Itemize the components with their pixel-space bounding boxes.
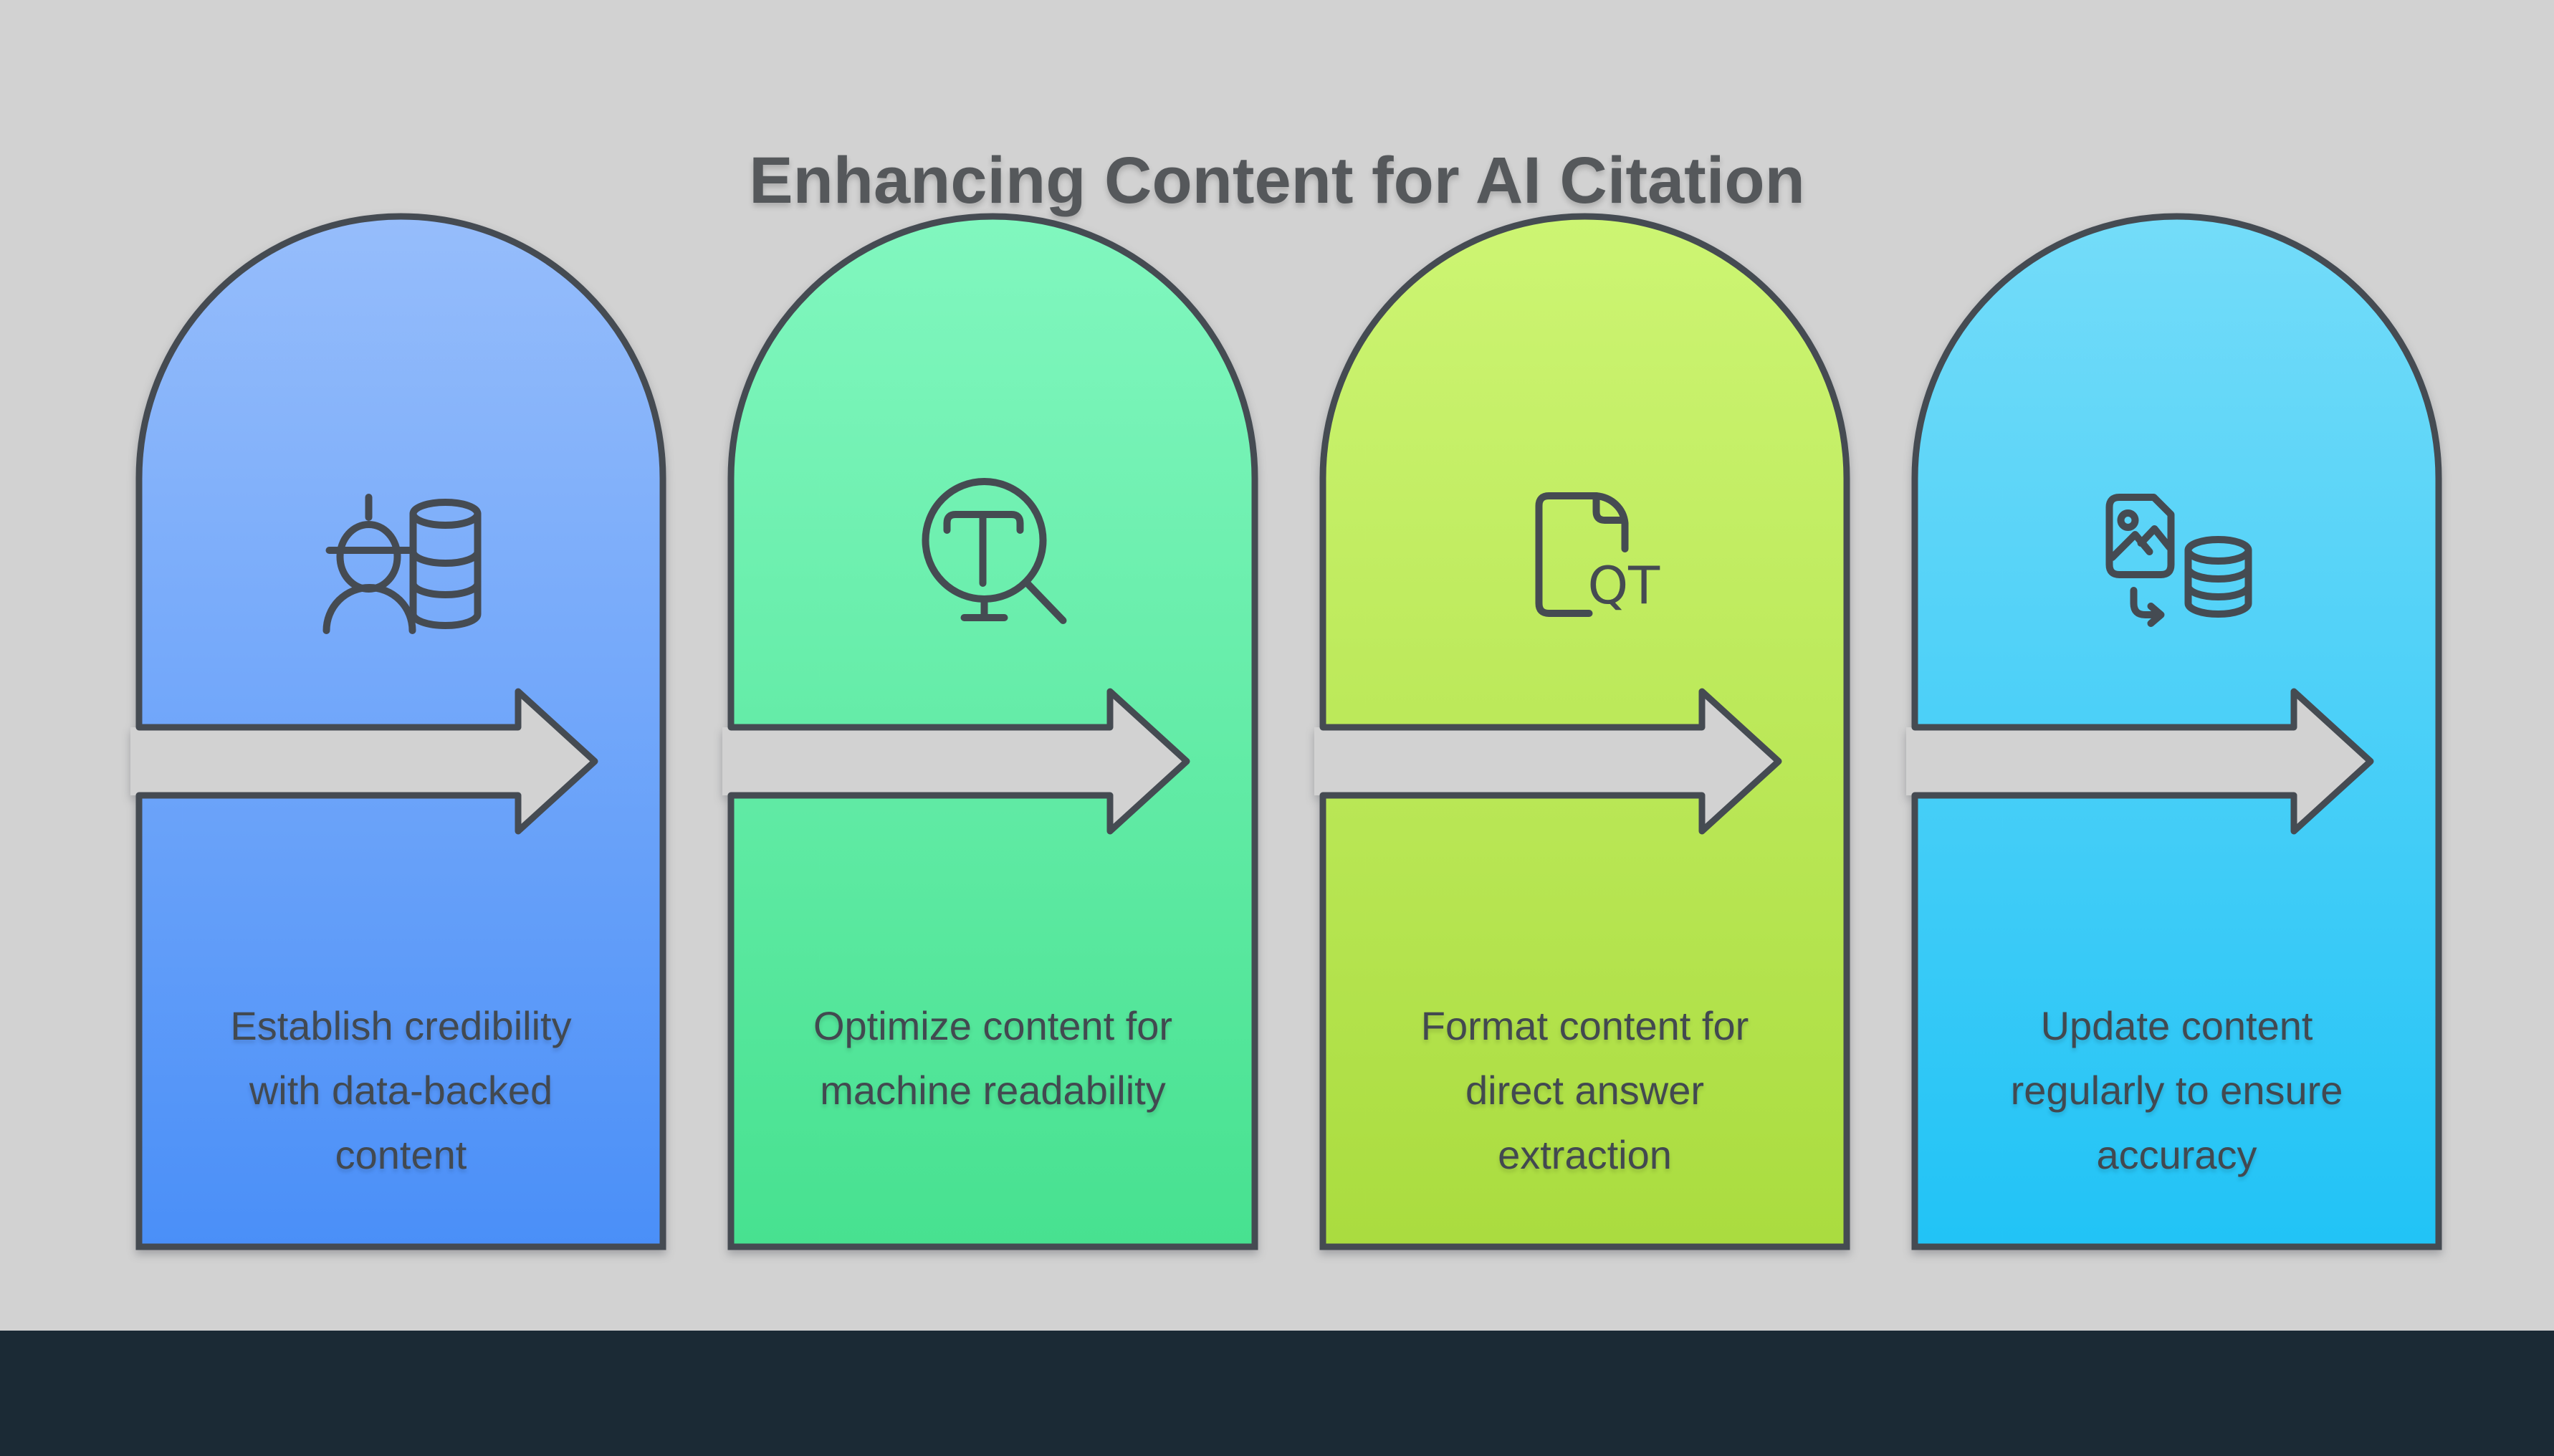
footer-bar xyxy=(0,1331,2554,1456)
qt-label: QT xyxy=(1588,555,1661,616)
step-card-3: QT Format content for direct answer extr… xyxy=(1314,213,1850,1250)
image-to-database-icon xyxy=(2105,494,2252,627)
step-description-3: Format content for direct answer extract… xyxy=(1420,1003,1749,1177)
qt-document-icon: QT xyxy=(1535,492,1661,617)
step-description-1: Establish credibility with data-backed c… xyxy=(230,1003,572,1177)
flow-arrow xyxy=(1314,688,1782,835)
card-arch-shape-4 xyxy=(1906,213,2442,1250)
flow-arrow xyxy=(130,688,598,835)
step-description-4: Update content regularly to ensure accur… xyxy=(2010,1003,2343,1177)
card-arch-shape-1 xyxy=(130,213,666,1250)
step-card-1: Establish credibility with data-backed c… xyxy=(130,213,666,1250)
card-arch-shape-3: QT xyxy=(1314,213,1850,1250)
step-card-2: Optimize content for machine readability xyxy=(722,213,1258,1250)
step-description-2: Optimize content for machine readability xyxy=(813,1003,1173,1113)
flow-arrow xyxy=(1906,688,2374,835)
flow-arrow xyxy=(722,688,1190,835)
step-card-4: Update content regularly to ensure accur… xyxy=(1906,213,2442,1250)
page-title: Enhancing Content for AI Citation xyxy=(749,144,1805,217)
person-database-icon xyxy=(322,494,482,634)
card-arch-shape-2 xyxy=(722,213,1258,1250)
text-search-magnifier-icon xyxy=(922,478,1067,624)
